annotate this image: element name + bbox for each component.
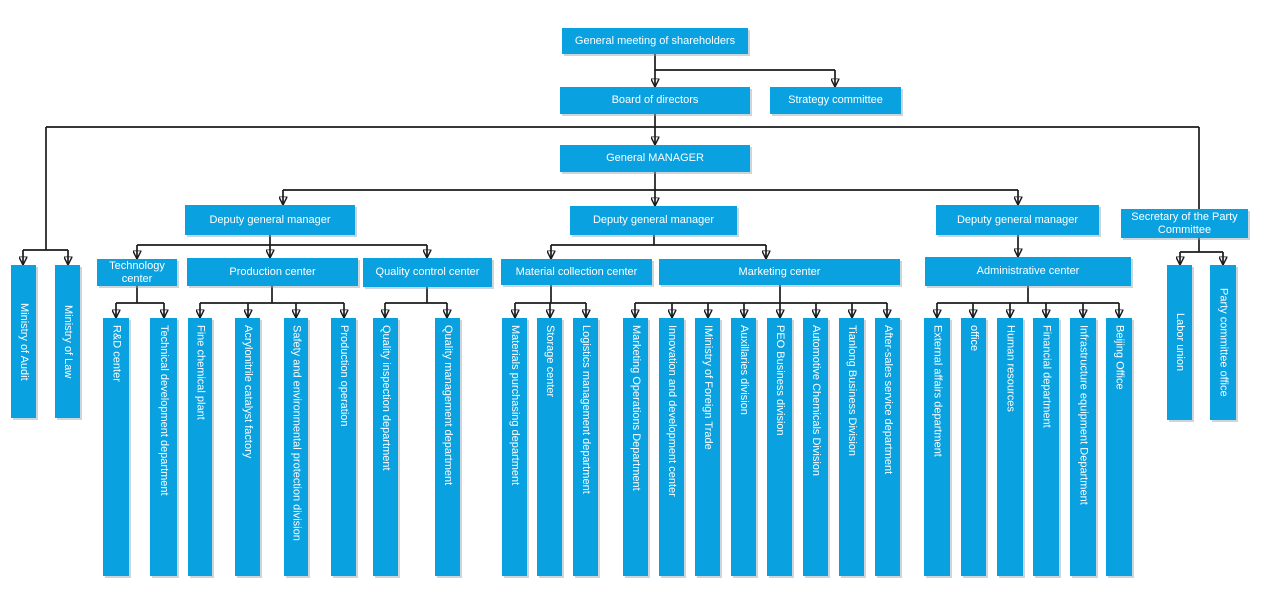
node-label: Safety and environmental protection divi… [290,325,303,541]
node-quality-control-center: Quality control center [363,258,492,287]
connectors [23,54,1223,318]
node-marketing-operations-department: Marketing Operations Department [623,318,648,576]
node-label: Logistics management department [579,325,592,494]
node-ministry-of-foreign-trade: IMinistry of Foreign Trade [695,318,720,576]
node-label: Fine chemical plant [194,325,207,420]
node-office: office [961,318,986,576]
node-financial-department: Financial department [1033,318,1059,576]
node-materials-purchasing-department: Materials purchasing department [502,318,527,576]
node-technical-development-department: Technical development department [150,318,177,576]
node-label: Materials purchasing department [508,325,521,486]
node-label: Production operation [337,325,350,427]
node-ministry-of-law: Ministry of Law [55,265,80,418]
node-label: Deputy general manager [592,214,715,227]
node-label: Deputy general manager [956,213,1079,226]
node-storage-center: Storage center [537,318,562,576]
node-label: Production center [229,265,316,278]
node-label: Storage center [543,325,556,398]
node-label: Technology center [109,259,165,285]
node-rd-center: R&D center [103,318,129,576]
node-label: Marketing center [738,265,821,278]
node-label: Ministry of Law [61,304,74,379]
node-label: PEO Business division [773,325,786,436]
node-automotive-chemicals-division: Automotive Chemicals Division [803,318,828,576]
node-tianlong-business-division: Tianlong Business Division [839,318,864,576]
node-label: IMinistry of Foreign Trade [701,325,714,450]
node-label: Administrative center [976,265,1080,278]
node-label: Quality control center [375,266,480,279]
node-label: General meeting of shareholders [574,34,736,47]
node-production-center: Production center [187,258,358,286]
node-label: Infrastructure equipment Department [1077,325,1090,505]
node-beijing-office: Beijing Office [1106,318,1132,576]
node-label: After-sales service department [881,325,894,475]
node-label: R&D center [110,325,123,382]
node-acrylonitrile-catalyst-factory: Acrylonitrile catalyst factory [235,318,260,576]
node-deputy-general-manager-1: Deputy general manager [185,205,355,235]
node-innovation-development-center: Innovation and development center [659,318,684,576]
node-label: Tianlong Business Division [845,325,858,457]
node-label: Secretary of the Party Committee [1131,210,1238,236]
node-labor-union: Labor union [1167,265,1192,420]
node-label: Innovation and development center [665,325,678,497]
node-label: office [967,325,980,352]
node-label: Deputy general manager [209,213,331,226]
node-safety-environmental-protection-division: Safety and environmental protection divi… [284,318,308,576]
node-label: Material collection center [515,265,638,278]
node-general-meeting-of-shareholders: General meeting of shareholders [562,28,748,54]
node-party-committee-office: Party committee office [1210,265,1236,420]
node-label: Acrylonitrile catalyst factory [241,325,254,459]
node-label: Quality management department [441,325,454,486]
node-marketing-center: Marketing center [659,259,900,285]
node-auxillaries-division: Auxillaries division [731,318,756,576]
node-secretary-of-party-committee: Secretary of the Party Committee [1121,209,1248,238]
node-label: Party committee office [1217,288,1230,397]
node-label: Ministry of Audit [17,302,30,381]
node-fine-chemical-plant: Fine chemical plant [188,318,212,576]
node-human-resources: Human resources [997,318,1023,576]
node-label: External affairs department [931,325,944,457]
node-quality-management-department: Quality management department [435,318,460,576]
node-label: Human resources [1004,325,1017,412]
node-label: Auxillaries division [737,325,750,415]
node-peo-business-division: PEO Business division [767,318,792,576]
node-label: Board of directors [611,94,699,107]
node-label: Labor union [1173,313,1186,372]
node-label: Marketing Operations Department [629,325,642,491]
node-board-of-directors: Board of directors [560,87,750,114]
node-ministry-of-audit: Ministry of Audit [11,265,36,418]
node-logistics-management-department: Logistics management department [573,318,598,576]
node-deputy-general-manager-3: Deputy general manager [936,205,1099,235]
node-technology-center: Technology center [97,259,177,286]
node-after-sales-service-department: After-sales service department [875,318,900,576]
node-infrastructure-equipment-department: Infrastructure equipment Department [1070,318,1096,576]
node-external-affairs-department: External affairs department [924,318,950,576]
node-administrative-center: Administrative center [925,257,1131,286]
node-label: Technical development department [157,325,170,496]
node-deputy-general-manager-2: Deputy general manager [570,206,737,235]
node-strategy-committee: Strategy committee [770,87,901,114]
node-general-manager: General MANAGER [560,145,750,172]
node-material-collection-center: Material collection center [501,259,652,285]
node-label: Beijing Office [1113,325,1126,390]
node-production-operation: Production operation [331,318,356,576]
node-quality-inspection-department: Quality inspection department [373,318,398,576]
node-label: Automotive Chemicals Division [809,325,822,476]
node-label: Strategy committee [788,94,883,107]
node-label: General MANAGER [606,152,704,165]
node-label: Financial department [1040,325,1053,428]
node-label: Quality inspection department [379,325,392,471]
